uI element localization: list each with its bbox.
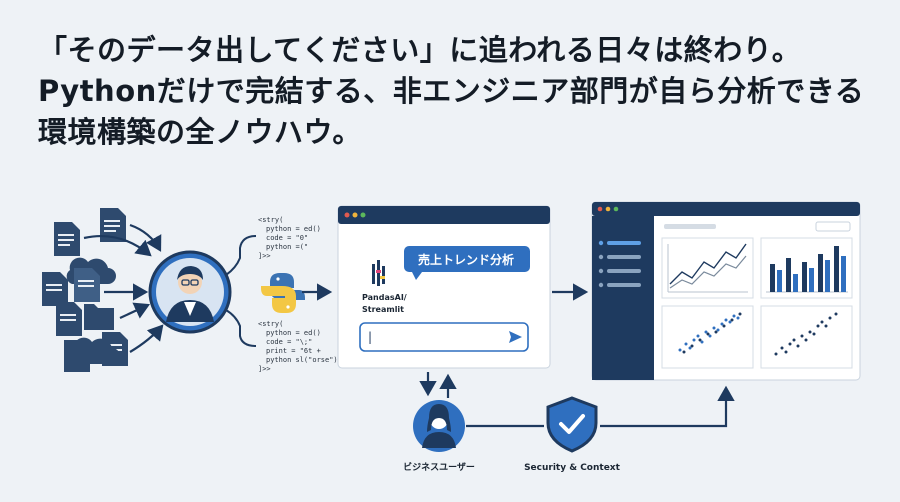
code-line: code = "0" bbox=[266, 234, 308, 242]
headline-line-1: 「そのデータ出してください」に追われる日々は終わり。 bbox=[38, 33, 802, 67]
document-icon bbox=[54, 222, 80, 256]
chat-input-value: | bbox=[368, 330, 372, 344]
chat-bubble-text: 売上トレンド分析 bbox=[418, 252, 514, 267]
code-line: <stry( bbox=[258, 216, 283, 224]
window-min-dot bbox=[352, 212, 358, 218]
window-close-dot bbox=[344, 212, 350, 218]
code-snippet-top: <stry( python = ed() code = "0" python =… bbox=[258, 216, 321, 260]
line-chart-panel bbox=[661, 237, 754, 299]
security-flow-arrows bbox=[466, 385, 735, 428]
document-icon bbox=[74, 268, 100, 302]
document-icon bbox=[100, 208, 126, 242]
document-icon bbox=[42, 272, 68, 306]
headline-line-3: 環境構築の全ノウハウ。 bbox=[38, 115, 362, 149]
pandasai-logo-icon bbox=[372, 260, 385, 286]
business-user-label: ビジネスユーザー bbox=[403, 461, 475, 473]
document-arrows bbox=[83, 223, 164, 353]
headline: 「そのデータ出してください」に追われる日々は終わり。 Pythonだけで完結する… bbox=[38, 30, 864, 153]
code-branches bbox=[225, 235, 257, 347]
window-max-dot bbox=[360, 212, 366, 218]
user-app-arrows bbox=[419, 372, 457, 398]
app-name-line-2: Streamlit bbox=[362, 305, 404, 314]
business-user-avatar bbox=[413, 400, 465, 452]
bar-chart-panel bbox=[760, 237, 853, 299]
app-name-line-1: PandasAI/ bbox=[362, 293, 407, 302]
code-line: python =(" bbox=[266, 243, 308, 251]
code-line: ]>> bbox=[258, 252, 271, 260]
scatter-plot-panel bbox=[760, 305, 853, 369]
scatter-plot-panel bbox=[661, 305, 754, 369]
code-line: code = "\;" bbox=[266, 338, 312, 346]
analyst-avatar bbox=[148, 250, 232, 334]
document-icon bbox=[56, 302, 82, 336]
documents-cluster bbox=[42, 208, 128, 372]
python-logo-icon bbox=[261, 273, 305, 313]
security-context-label: Security & Context bbox=[524, 463, 621, 473]
chat-input[interactable]: | bbox=[359, 322, 529, 352]
dashboard-sidebar bbox=[592, 216, 654, 380]
dashboard-window bbox=[591, 201, 861, 381]
send-icon[interactable] bbox=[509, 331, 522, 343]
code-line: python = ed() bbox=[266, 225, 321, 233]
code-line: python = ed() bbox=[266, 329, 321, 337]
code-line: ]>> bbox=[258, 365, 271, 373]
code-snippet-bottom: <stry( python = ed() code = "\;" print =… bbox=[258, 320, 338, 373]
sidebar-items bbox=[598, 240, 641, 288]
code-line: print = "6t + bbox=[266, 347, 321, 355]
code-line: python sl("orse") bbox=[266, 356, 338, 364]
shield-check-icon bbox=[546, 396, 598, 453]
document-icon bbox=[64, 340, 90, 372]
headline-line-2: Pythonだけで完結する、非エンジニア部門が自ら分析できる bbox=[38, 74, 865, 108]
chat-bubble: 売上トレンド分析 bbox=[404, 246, 530, 280]
code-line: <stry( bbox=[258, 320, 283, 328]
app-window: PandasAI/ Streamlit 売上トレンド分析 | bbox=[337, 205, 551, 369]
folder-icon bbox=[84, 304, 114, 330]
